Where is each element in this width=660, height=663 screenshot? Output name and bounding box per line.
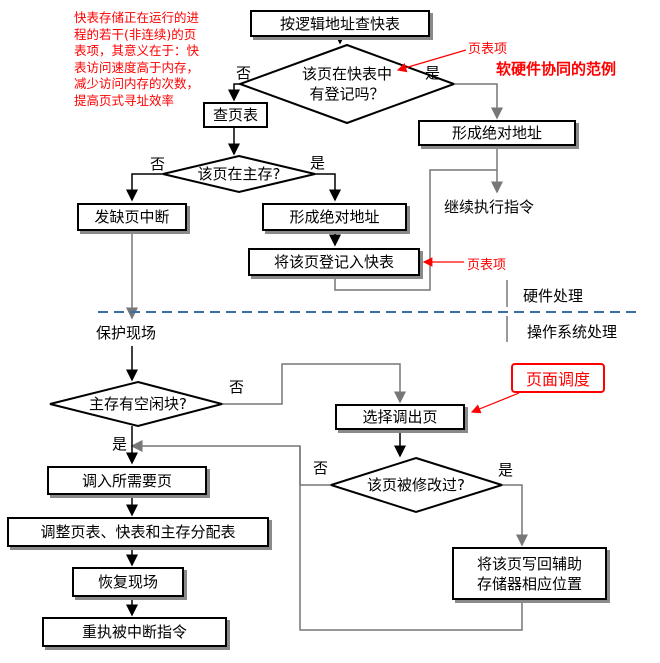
decision-in-tlb-text: 该页在快表中 有登记吗？ [276,64,418,104]
no-label: 否 [313,459,329,477]
note-line: 提高页式寻址效率 [74,92,175,108]
yes-label: 是 [310,154,326,172]
register-tlb-box: 将该页登记入快表 [248,248,420,276]
note-line: 快表存储正在运行的进 [74,10,200,25]
note-line: 表访问速度高于内存， [74,59,200,75]
form-abs-addr-box-2: 形成绝对地址 [262,203,407,231]
no-label: 否 [150,155,166,173]
yes-label: 是 [498,461,514,479]
select-out-page-box: 选择调出页 [335,404,465,430]
page-fault-box: 发缺页中断 [77,203,187,231]
decision-free-block-shape [49,380,226,428]
decision-modified-shape [327,456,506,514]
decision-in-memory-text: 该页在主存? [197,165,281,183]
hardware-label: 硬件处理 [523,287,584,305]
continue-exec-text: 继续执行指令 [444,198,535,216]
note-line: 程的若干(非连续)的页 [74,26,197,42]
restore-context-box: 恢复现场 [72,567,184,597]
diagram-title: 软硬件协同的范例 [496,60,617,78]
check-page-table-box: 查页表 [203,102,268,128]
load-page-box: 调入所需要页 [47,466,207,495]
decision-line: 有登记吗？ [309,85,385,103]
write-back-box: 将该页写回辅助 存储器相应位置 [452,547,607,600]
decision-free-block-text: 主存有空闲块? [89,395,187,413]
no-label: 否 [236,64,252,82]
lookup-tlb-box: 按逻辑地址查快表 [250,10,430,37]
page-scheduling-tag: 页面调度 [511,363,605,393]
note-line: 表项，其意义在于：快 [74,43,200,58]
yes-label: 是 [425,64,441,82]
tlb-purpose-note: 快表存储正在运行的进 程的若干(非连续)的页 表项，其意义在于：快 表访问速度高… [74,10,226,109]
page-table-entry-tag-bottom: 页表项 [467,258,507,273]
save-context-text: 保护现场 [96,324,157,342]
write-back-line: 将该页写回辅助 [476,554,582,573]
form-abs-addr-box-1: 形成绝对地址 [418,120,576,146]
os-label: 操作系统处理 [527,323,618,341]
adjust-tables-box: 调整页表、快表和主存分配表 [7,517,269,547]
yes-label: 是 [112,435,128,453]
decision-line: 该页在快表中 [301,65,392,83]
decision-modified-text: 该页被修改过? [367,476,465,494]
re-execute-box: 重执被中断指令 [42,617,227,647]
decision-in-memory-shape [162,154,316,194]
page-table-entry-tag-top: 页表项 [468,42,508,57]
note-line: 减少访问内存的次数， [74,76,200,91]
no-label: 否 [229,378,245,396]
write-back-line: 存储器相应位置 [476,574,582,593]
